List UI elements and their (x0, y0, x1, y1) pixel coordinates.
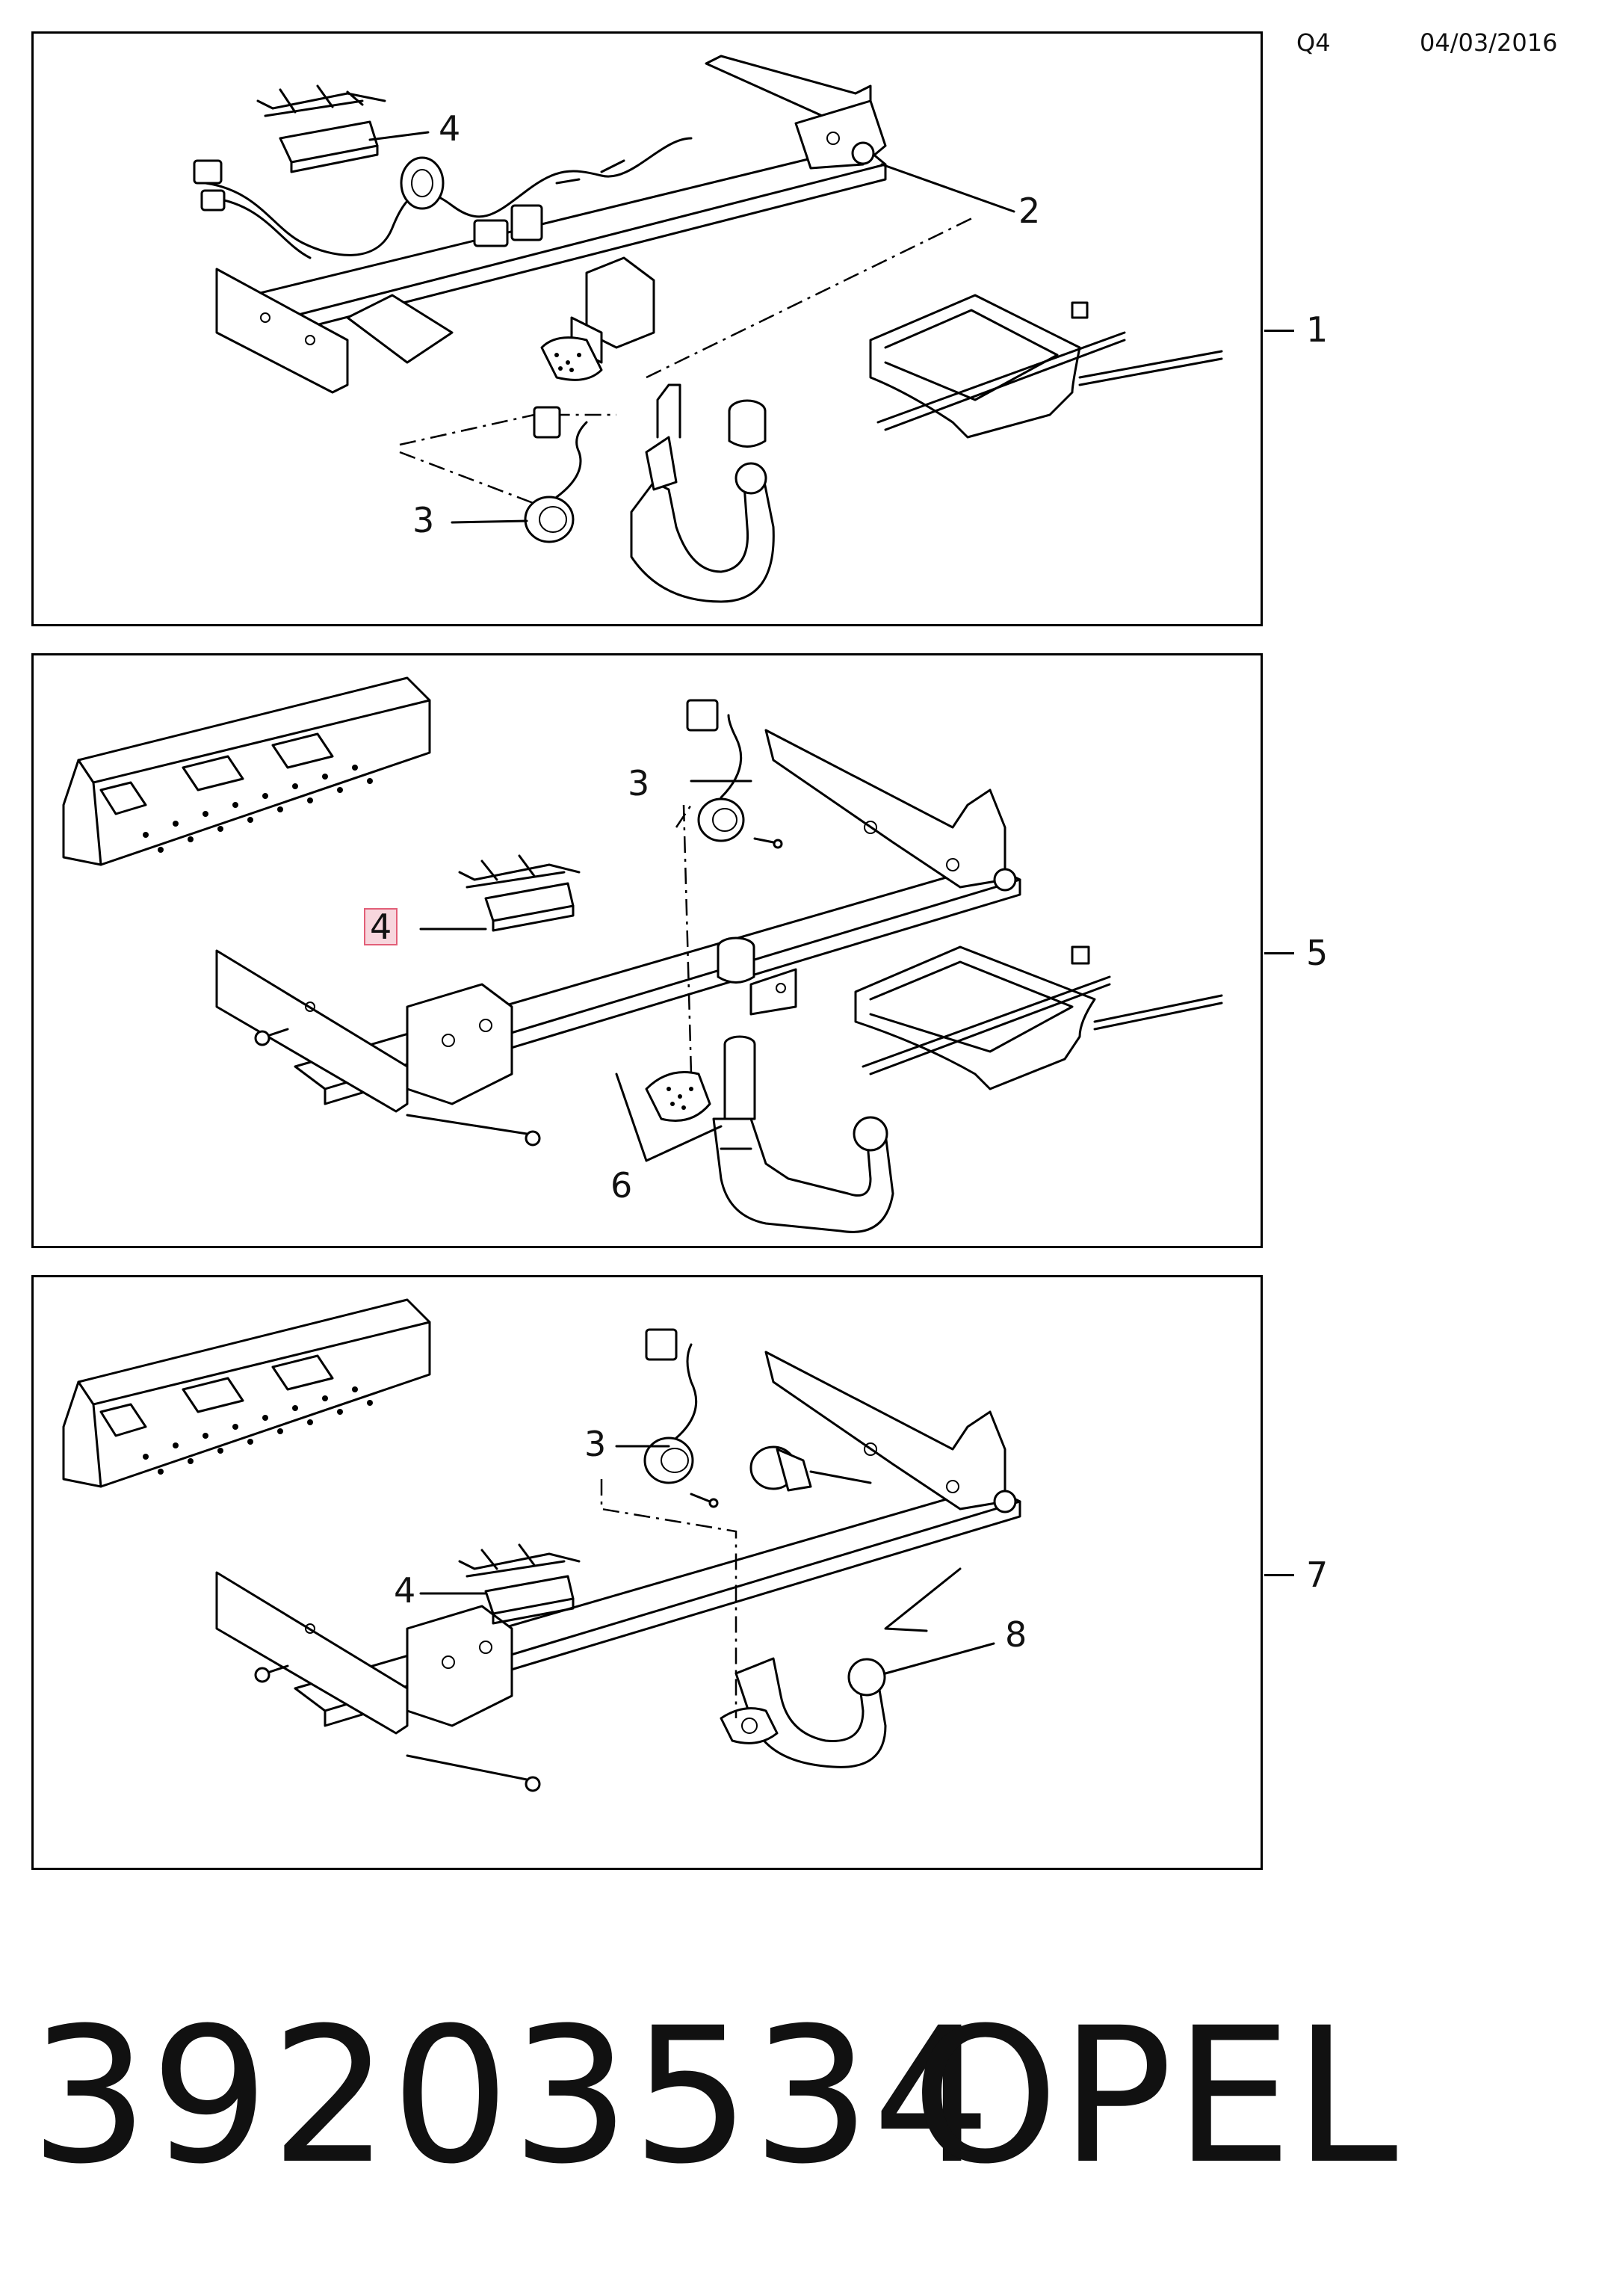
panel-1: 4 2 3 (31, 31, 1263, 626)
callout-2: 2 (1018, 191, 1041, 231)
towbar-assembly-drawing-7 (62, 1298, 1021, 1792)
callout-6: 6 (610, 1165, 633, 1206)
callout-4: 4 (439, 108, 461, 149)
towbar-assembly-drawing-1 (193, 55, 1223, 603)
diagram-date: 04/03/2016 (1420, 28, 1558, 57)
part-number: 39203534 (30, 1987, 993, 2205)
bumper-holes (143, 1386, 373, 1475)
bumper-holes (143, 765, 373, 853)
panel-5: 3 4 6 (31, 653, 1263, 1248)
panel-7-ref-tick (1264, 1574, 1294, 1576)
panel-7: 3 4 8 (31, 1275, 1263, 1870)
callout-4-highlighted: 4 (364, 908, 398, 945)
footer: 39203534 OPEL (30, 2003, 1398, 2190)
towbar-assembly-drawing-5 (62, 676, 1223, 1233)
callout-3: 3 (584, 1424, 607, 1464)
callout-4: 4 (394, 1570, 416, 1611)
callout-3: 3 (412, 500, 435, 540)
panel-1-ref: 1 (1306, 309, 1329, 350)
panel-5-ref-tick (1264, 952, 1294, 954)
callout-8: 8 (1005, 1614, 1027, 1655)
brand-name: OPEL (912, 1987, 1400, 2205)
panel-1-ref-tick (1264, 330, 1294, 332)
panel-7-ref: 7 (1306, 1555, 1329, 1595)
diagram-code: Q4 (1296, 28, 1331, 57)
callout-3: 3 (628, 763, 650, 803)
panel-5-ref: 5 (1306, 933, 1329, 973)
